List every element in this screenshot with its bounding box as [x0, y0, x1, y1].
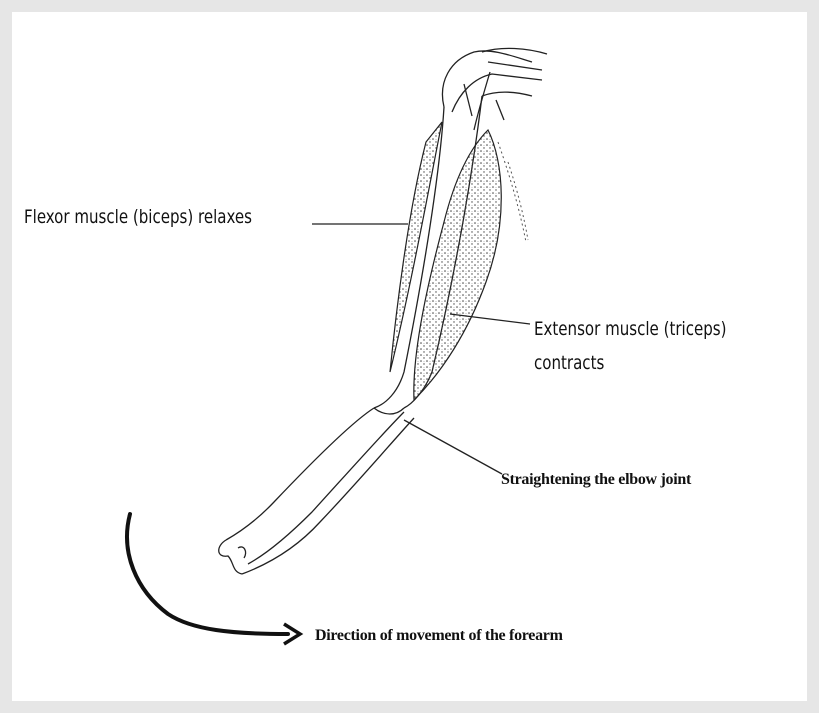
direction-label: Direction of movement of the forearm — [315, 627, 563, 645]
elbow-label: Straightening the elbow joint — [501, 471, 691, 489]
tendon-lines — [498, 142, 528, 242]
elbow-leader-line — [404, 420, 502, 474]
direction-arrow-curve — [127, 514, 288, 634]
hand-outline — [442, 48, 547, 130]
forearm-bones — [219, 408, 414, 574]
diagram-canvas: Flexor muscle (biceps) relaxes Extensor … — [12, 12, 807, 701]
extensor-label-line2: contracts — [534, 352, 604, 374]
extensor-label-line1: Extensor muscle (triceps) — [534, 318, 727, 340]
flexor-label: Flexor muscle (biceps) relaxes — [24, 206, 252, 228]
arm-illustration — [12, 12, 807, 701]
